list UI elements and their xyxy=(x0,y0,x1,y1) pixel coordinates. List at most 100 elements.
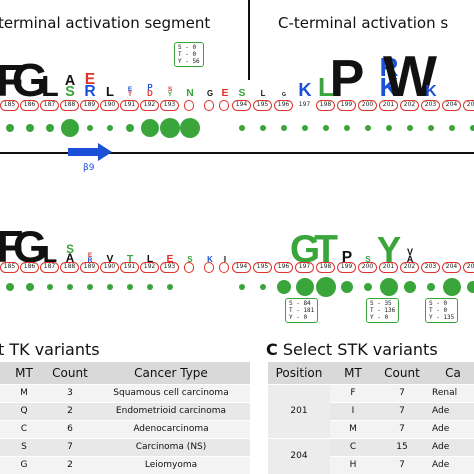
logo-letter: L xyxy=(43,241,57,267)
position-label: 200 xyxy=(358,262,377,273)
mutation-dot xyxy=(386,125,392,131)
table-cell: 6 xyxy=(48,419,92,438)
mutation-dot xyxy=(365,125,371,131)
stat-s: S - 0 xyxy=(429,300,448,307)
logo-letter: K xyxy=(298,80,311,100)
mutation-dot xyxy=(277,280,291,294)
section-b-title: t TK variants xyxy=(0,340,100,359)
position-label: 189 xyxy=(80,262,99,273)
mutation-dot xyxy=(46,124,54,132)
position-label: 199 xyxy=(337,100,356,111)
logo-letter: E xyxy=(85,71,95,88)
position-label: 194 xyxy=(232,262,251,273)
mutation-dot xyxy=(47,284,53,290)
logo-letter: D xyxy=(147,89,153,98)
logo-letter: S xyxy=(168,86,173,93)
mutation-dot xyxy=(87,284,93,290)
table-cell: 2 xyxy=(48,401,92,420)
residue-stats-204: S - 0 T - 0 Y - 135 xyxy=(425,298,459,323)
table-cell: H xyxy=(330,455,376,474)
mutation-dot xyxy=(407,125,413,131)
table-cell: Ade xyxy=(428,401,474,420)
position-label: 197 xyxy=(295,100,314,111)
logo-letter: N xyxy=(186,88,194,99)
logo-letter: F xyxy=(0,223,24,272)
mutation-dot xyxy=(341,281,353,293)
logo-letter: S xyxy=(66,243,74,256)
position-label: 195 xyxy=(253,100,272,111)
position-label: 186 xyxy=(20,100,39,111)
position-label: 199 xyxy=(337,262,356,273)
position-label xyxy=(204,262,214,273)
table-cell: 2 xyxy=(48,455,92,474)
mutation-dot xyxy=(147,284,153,290)
mutation-dot xyxy=(167,284,173,290)
position-label: 201 xyxy=(379,262,398,273)
logo-letter: P xyxy=(147,83,152,92)
logo-letter: K xyxy=(380,72,399,100)
mutation-dot xyxy=(296,278,314,296)
table-cell: Adenocarcinoma xyxy=(92,419,250,438)
mutation-dot xyxy=(6,124,14,132)
position-label: 186 xyxy=(20,262,39,273)
mutation-dot xyxy=(26,124,34,132)
position-label xyxy=(204,100,214,111)
logo-letter: F xyxy=(0,57,24,100)
logo-letter: S xyxy=(187,255,192,264)
table-cell: M xyxy=(330,419,376,438)
residue-stats-201: S - 35 T - 136 Y - 0 xyxy=(366,298,400,323)
table-cell: Endometrioid carcinoma xyxy=(92,401,250,420)
logo-letter: E xyxy=(128,86,133,93)
position-label: 192 xyxy=(140,100,159,111)
mutation-dot xyxy=(427,283,435,291)
stat-y: Y - 0 xyxy=(370,314,389,321)
position-label: 195 xyxy=(253,262,272,273)
logo-letter: E xyxy=(222,88,229,99)
stat-t: T - 0 xyxy=(429,307,448,314)
col-position: Position xyxy=(268,362,330,384)
mutation-dot xyxy=(449,125,455,131)
table-cell: 15 xyxy=(376,437,428,456)
position-cell: 204 xyxy=(268,437,330,474)
stat-t: T - 136 xyxy=(370,307,396,314)
mutation-dot xyxy=(344,125,350,131)
logo-letter: S xyxy=(65,84,75,100)
logo-letter: P xyxy=(330,50,365,100)
mutation-dot xyxy=(323,125,329,131)
mutation-dot xyxy=(126,124,134,132)
sequence-axis-line xyxy=(0,152,474,154)
position-label: 193 xyxy=(160,262,179,273)
stat-y: Y - 56 xyxy=(178,58,200,65)
logo-letter: G xyxy=(282,92,286,98)
col-cancer-type: Ca xyxy=(428,362,474,384)
logo-letter: R xyxy=(88,257,93,264)
table-header-row: MT Count Cancer Type xyxy=(0,362,250,384)
table-cell: Carcinoma (NS) xyxy=(92,437,250,456)
table-cell: I xyxy=(330,401,376,420)
logo-letter: K xyxy=(425,83,437,100)
position-label: 191 xyxy=(120,262,139,273)
mutation-dot xyxy=(141,119,159,137)
logo-letter: E xyxy=(167,254,174,265)
logo-letter: G xyxy=(12,54,48,100)
logo-letter: R xyxy=(84,83,95,100)
table-cell: Squamous cell carcinoma xyxy=(92,383,250,402)
position-label: 190 xyxy=(100,100,119,111)
position-label: 196 xyxy=(274,100,293,111)
section-c-title: C Select STK variants xyxy=(266,340,438,359)
table-cell: Ade xyxy=(428,455,474,474)
logo-letter: W xyxy=(383,45,437,100)
residue-stats-197: S - 84 T - 181 Y - 0 xyxy=(285,298,319,323)
mutation-dot xyxy=(443,278,461,296)
logo-letter: L xyxy=(147,254,154,265)
logo-letter: T xyxy=(127,254,134,265)
table-cell: Ade xyxy=(428,437,474,456)
